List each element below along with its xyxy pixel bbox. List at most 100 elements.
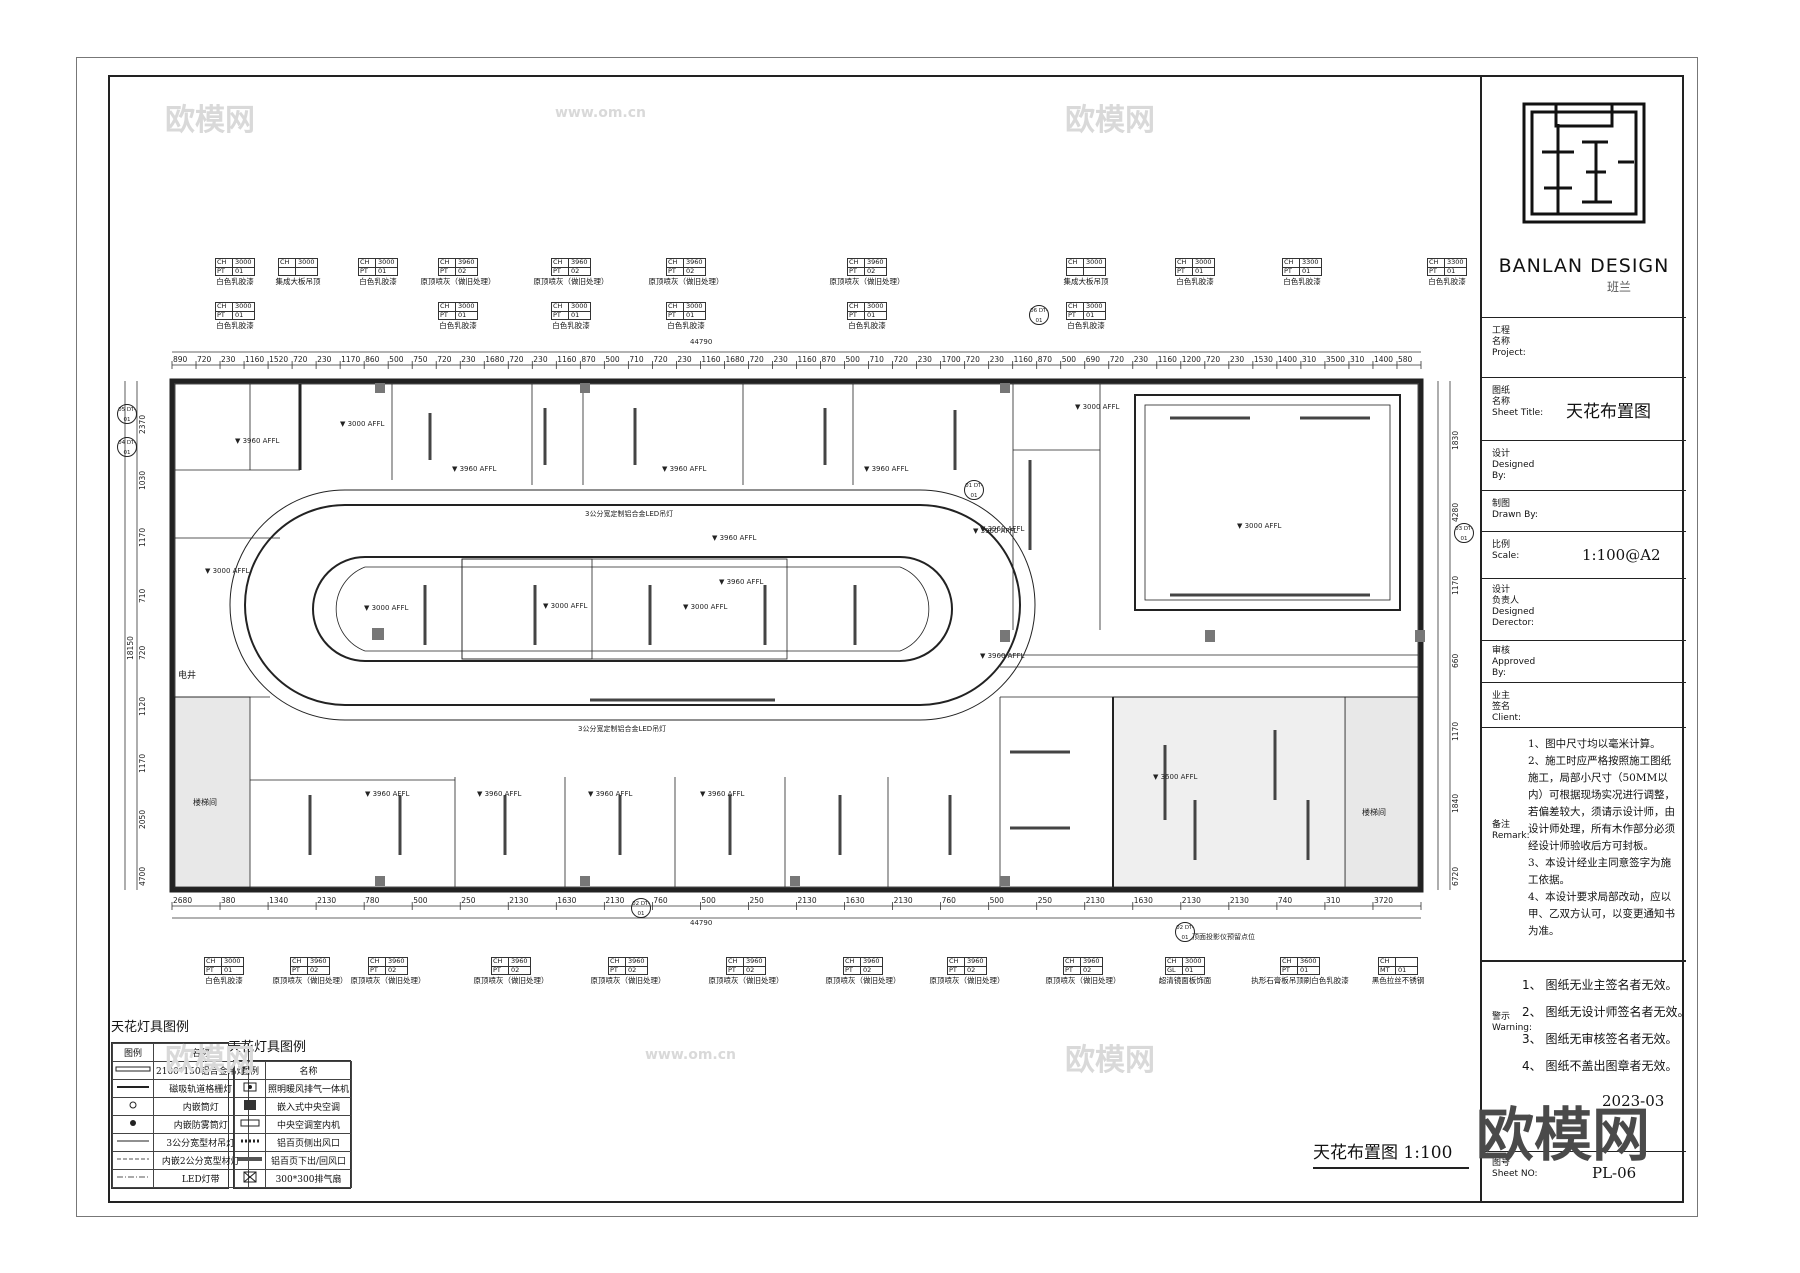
section-marker: 03 DT-01 — [1454, 523, 1474, 543]
warning-item: 3、 图纸无审核签名者无效。 — [1522, 1032, 1678, 1046]
top-dimension: 230 — [461, 355, 476, 364]
level-mark: ▼ 3960 AFFL — [980, 652, 1025, 660]
legend2-title: 天花灯具图例 — [228, 1040, 307, 1055]
top-dimension: 870 — [821, 355, 836, 364]
top-dimension: 1680 — [725, 355, 745, 364]
top-dimension: 500 — [845, 355, 860, 364]
tag-cell: PT — [493, 966, 501, 974]
tb-scale-label: 比例 Scale: — [1492, 540, 1520, 561]
bottom-dimension: 2130 — [605, 896, 625, 905]
legend2-header-name: 名称 — [264, 1061, 353, 1080]
tag-cell: GL — [1167, 966, 1176, 974]
top-dimension: 720 — [1109, 355, 1125, 364]
tag-cell: PT — [1177, 267, 1185, 275]
level-mark: ▼ 3000 AFFL — [340, 420, 385, 428]
level-mark: ▼ 3000 AFFL — [1237, 522, 1282, 530]
left-dimension: 4700 — [138, 866, 147, 886]
tag-caption: 原顶喷灰（做旧处理） — [473, 976, 549, 985]
warning-item: 1、 图纸无业主签名者无效。 — [1522, 978, 1678, 992]
tag-caption: 原顶喷灰（做旧处理） — [648, 277, 724, 286]
tag-cell: 02 — [863, 966, 872, 974]
left-dimension: 1030 — [138, 471, 147, 491]
tag-cell: CH — [610, 957, 620, 965]
tag-cell: CH — [845, 957, 855, 965]
bottom-dimension: 2130 — [317, 896, 337, 905]
tag-caption: 白色乳胶漆 — [1176, 277, 1214, 286]
top-dimension: 1530 — [1253, 355, 1273, 364]
level-mark: ▼ 3000 AFFL — [205, 567, 250, 575]
tag-caption: 白色乳胶漆 — [205, 976, 243, 985]
right-dimension: 4280 — [1451, 503, 1460, 523]
top-dimension: 310 — [1301, 355, 1317, 364]
tag-cell: PT — [845, 966, 853, 974]
level-mark: ▼ 3600 AFFL — [1153, 773, 1198, 781]
tag-cell: CH — [1282, 957, 1292, 965]
bottom-dimension: 2130 — [1085, 896, 1105, 905]
level-mark: ▼ 3000 AFFL — [543, 602, 588, 610]
bottom-dimension: 250 — [461, 896, 476, 905]
tag-cell: 01 — [1195, 267, 1204, 275]
level-mark: ▼ 3000 AFFL — [683, 603, 728, 611]
tag-cell: 01 — [378, 267, 387, 275]
legend2-row: 嵌入式中央空调 — [264, 1097, 353, 1116]
level-mark: ▼ 3960 AFFL — [588, 790, 633, 798]
tag-cell: 01 — [235, 311, 244, 319]
right-dimension: 6720 — [1451, 866, 1460, 886]
tag-cell: PT — [553, 267, 561, 275]
tag-cell: 3000 — [1195, 258, 1212, 266]
led-strip-icon — [112, 1169, 154, 1188]
legend2-row: 中央空调室内机 — [264, 1115, 353, 1134]
tag-caption: 白色乳胶漆 — [439, 321, 477, 330]
tag-cell: 3960 — [388, 957, 405, 965]
bottom-dimension: 740 — [1277, 896, 1293, 905]
tag-cell: 02 — [746, 966, 755, 974]
tag-cell: CH — [360, 258, 370, 266]
tag-cell: 3300 — [1447, 258, 1464, 266]
tag-caption: 集成大板吊顶 — [275, 277, 321, 286]
tb-warning-label: 警示 Warning: — [1492, 1012, 1533, 1033]
tag-cell: 3960 — [686, 258, 703, 266]
right-dimension: 1170 — [1451, 576, 1460, 596]
legend2-table: 图例名称 照明暖风排气一体机 嵌入式中央空调 中央空调室内机 铝百页侧出风口 铝… — [233, 1060, 353, 1189]
tb-project-label: 工程 名称 Project: — [1492, 326, 1526, 358]
firm-name-cn: 班兰 — [1606, 280, 1631, 294]
tag-cell: PT — [360, 267, 368, 275]
section-marker: 02 DT-01 — [1175, 922, 1195, 942]
bottom-dimension: 1340 — [269, 896, 289, 905]
tag-cell: 01 — [571, 311, 580, 319]
tag-cell: 3000 — [458, 302, 475, 310]
level-mark: ▼ 3960 AFFL — [700, 790, 745, 798]
tb-designed-row: 设计 Designed By: — [1482, 440, 1686, 490]
level-mark: ▼ 3960 AFFL — [452, 465, 497, 473]
top-dimension: 720 — [437, 355, 452, 364]
tag-cell: PT — [728, 966, 736, 974]
top-dimension: 3500 — [1325, 355, 1346, 364]
watermark-logo: 欧模网 — [165, 103, 255, 138]
right-dimension: 1170 — [1451, 721, 1460, 741]
drawing-title: 天花布置图 1:100 — [1313, 1138, 1469, 1169]
top-dimension: 230 — [221, 355, 236, 364]
tag-cell: 01 — [867, 311, 876, 319]
room-label-stair-right: 楼梯间 — [1362, 808, 1386, 817]
downlight-icon — [112, 1097, 154, 1116]
tag-caption: 原顶喷灰（做旧处理） — [929, 976, 1005, 985]
top-dimension: 690 — [1085, 355, 1101, 364]
tag-caption: 白色乳胶漆 — [1067, 321, 1105, 330]
heater-fan-icon — [234, 1079, 266, 1098]
watermark-url: www.om.cn — [645, 1047, 737, 1063]
ac-indoor-unit-icon — [234, 1115, 266, 1134]
exhaust-fan-icon — [234, 1169, 266, 1188]
left-dimension: 720 — [138, 645, 147, 660]
tag-cell: 3960 — [628, 957, 645, 965]
tag-cell: CH — [728, 957, 738, 965]
tag-cell: 01 — [224, 966, 233, 974]
top-dimension: 230 — [989, 355, 1004, 364]
tag-cell: 01 — [1185, 966, 1194, 974]
tag-cell: PT — [553, 311, 561, 319]
tag-cell: 3000 — [686, 302, 703, 310]
tag-caption: 白色乳胶漆 — [552, 321, 590, 330]
